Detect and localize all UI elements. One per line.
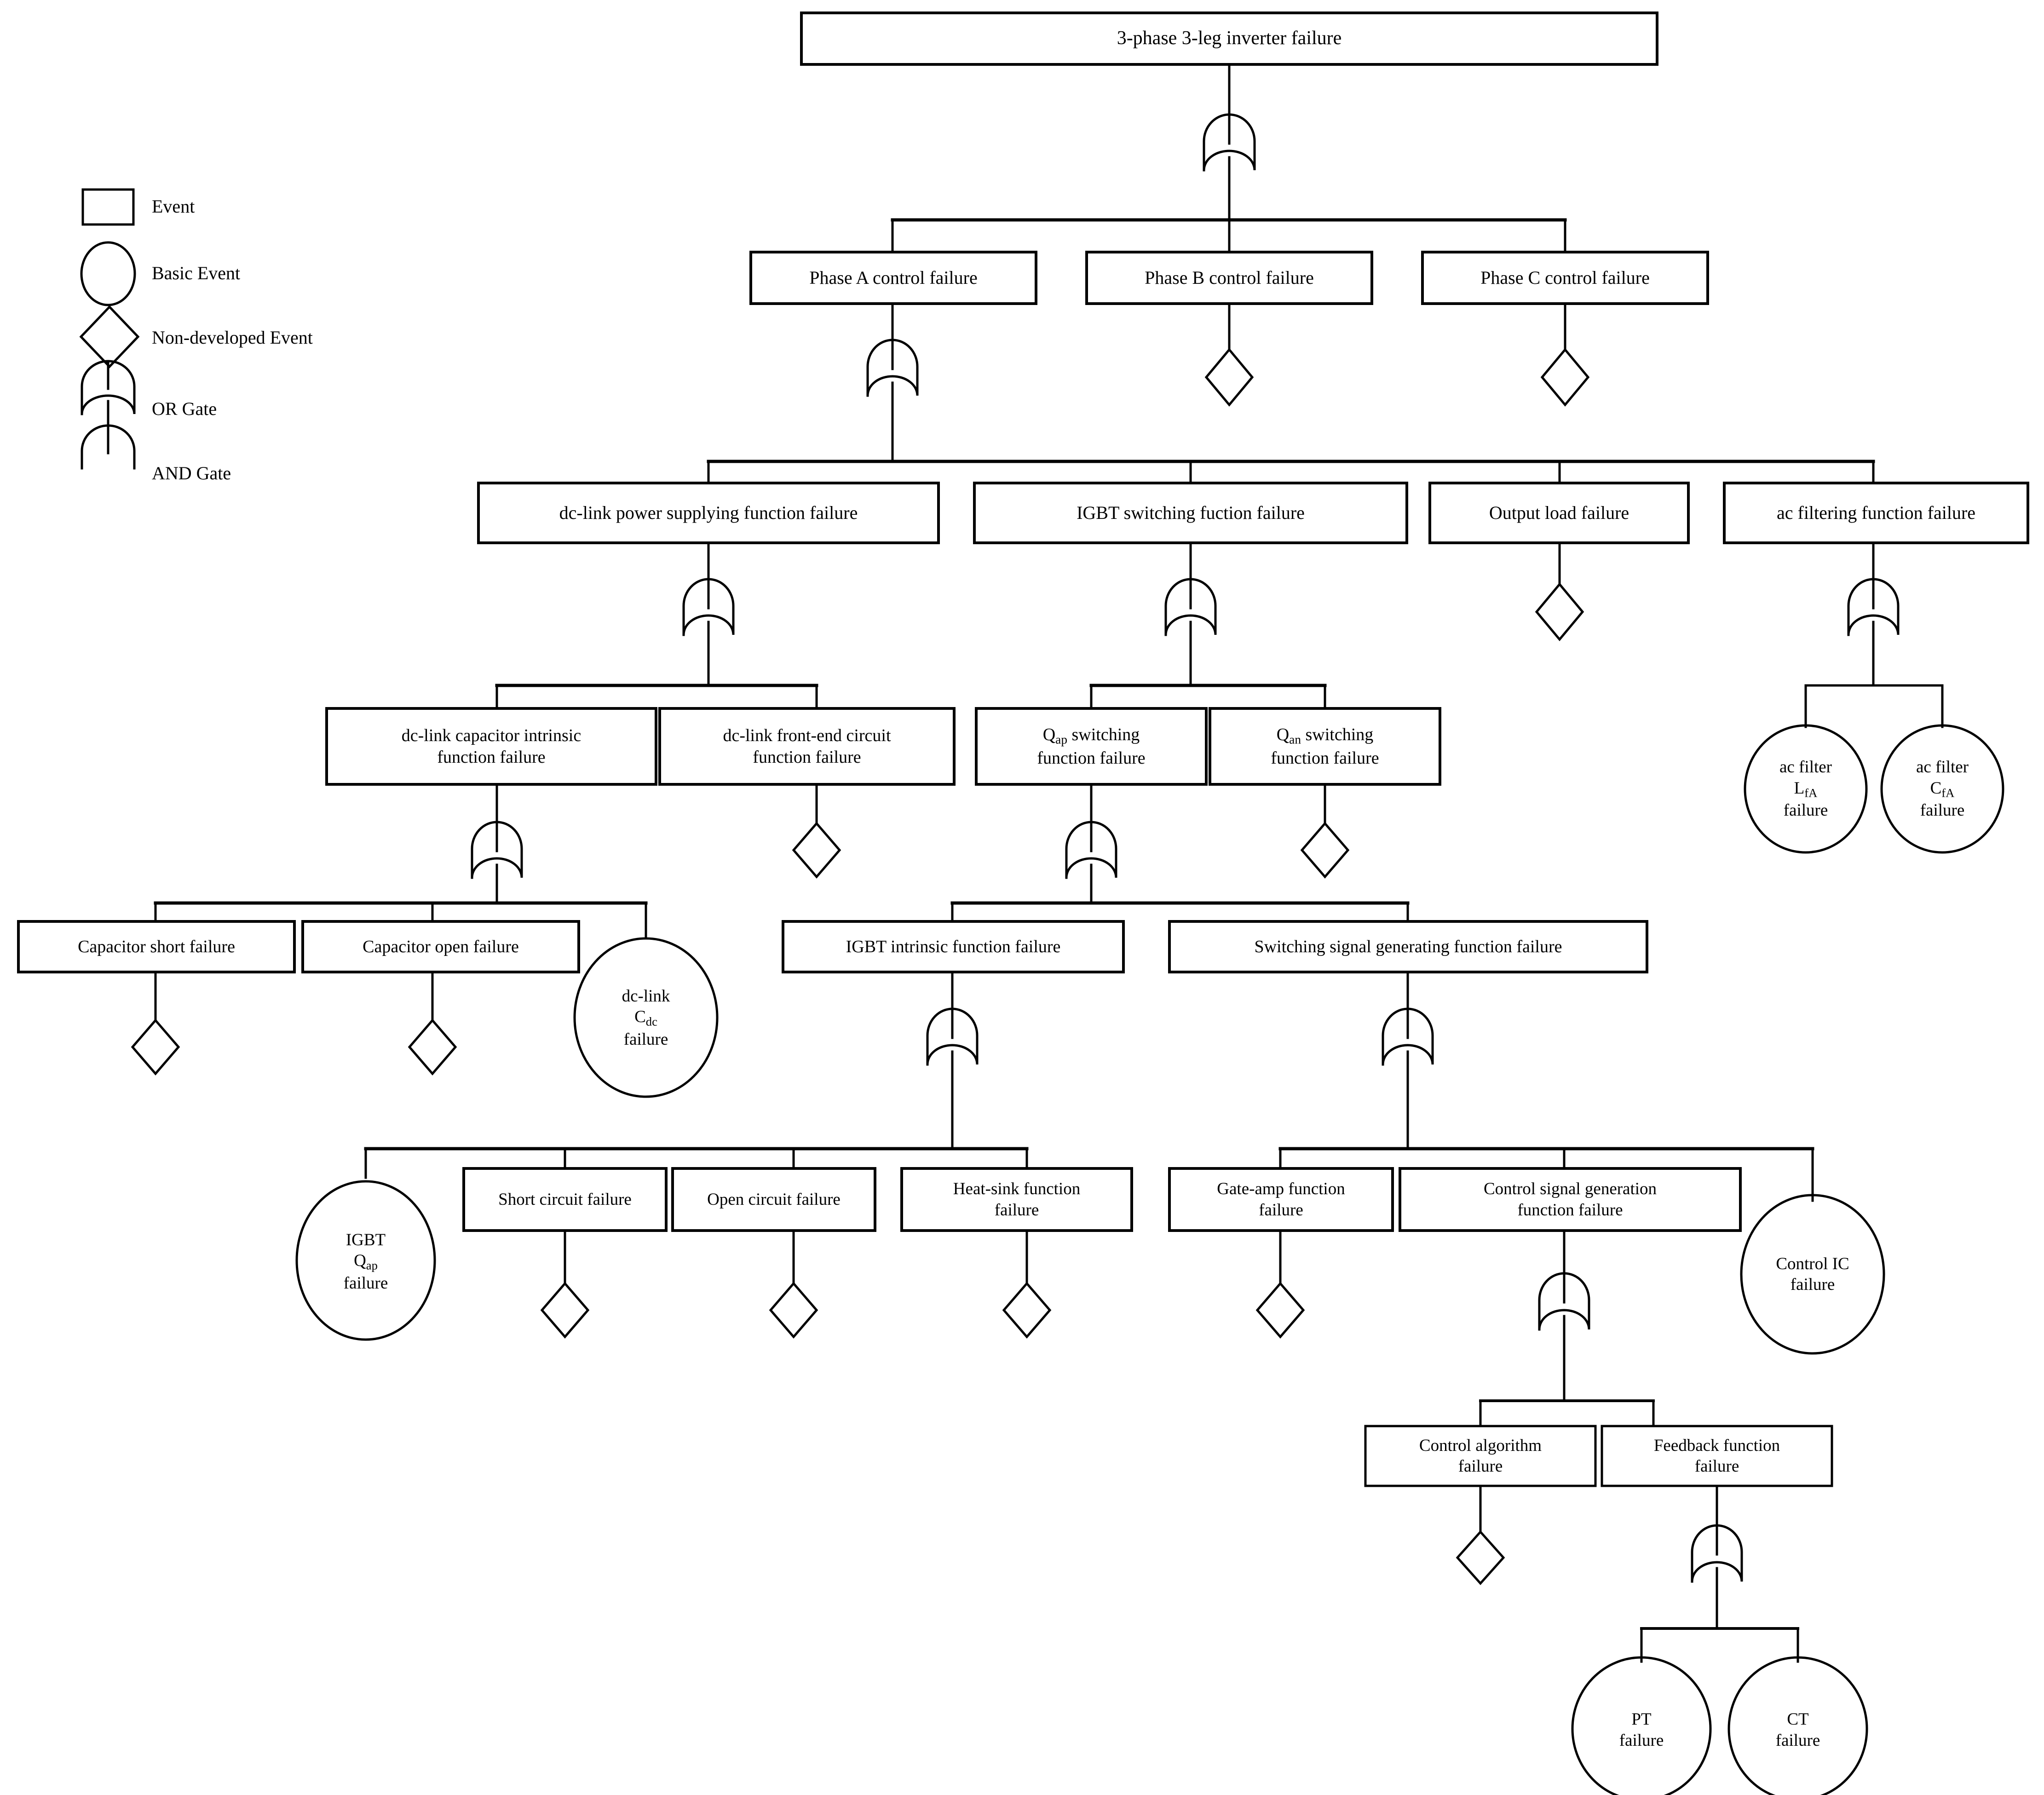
ac-filtering-or-gate: [1847, 578, 1900, 636]
feedback-or-gate: [1691, 1524, 1743, 1583]
legend-non-developed-event-shape: [79, 305, 140, 368]
igbt-qap-circle: [295, 1180, 436, 1341]
qan-switching-box: [1209, 707, 1441, 786]
dclink-cdc-circle: [573, 937, 719, 1098]
output-load-box: [1428, 482, 1690, 544]
control-algorithm-box: [1364, 1425, 1597, 1487]
legend-event-shape: [81, 188, 135, 226]
capacitor-short-box: [17, 920, 296, 973]
short-circuit-diamond: [540, 1282, 590, 1339]
open-circuit-box: [671, 1167, 876, 1232]
ct-failure-circle: [1727, 1656, 1868, 1795]
legend-label-or-gate: OR Gate: [152, 398, 217, 419]
phase-b-diamond: [1204, 348, 1254, 407]
qan-diamond: [1300, 822, 1350, 879]
phase-c-diamond: [1540, 348, 1590, 407]
control-algorithm-diamond: [1456, 1530, 1505, 1585]
switching-signal-box: [1168, 920, 1648, 973]
legend-basic-event-shape: [80, 241, 136, 306]
igbt-intrinsic-box: [782, 920, 1125, 973]
top-or-gate: [1203, 113, 1256, 172]
switching-signal-or-gate: [1382, 1007, 1434, 1066]
open-circuit-diamond: [769, 1282, 818, 1339]
ac-filter-l-circle: [1744, 724, 1868, 854]
capacitor-open-box: [301, 920, 580, 973]
ac-filtering-box: [1723, 482, 2029, 544]
igbt-switching-or-gate: [1164, 578, 1217, 636]
heat-sink-box: [900, 1167, 1133, 1232]
legend-label-non-developed-event: Non-developed Event: [152, 327, 313, 348]
heat-sink-diamond: [1002, 1282, 1052, 1339]
feedback-box: [1601, 1425, 1833, 1487]
qap-switching-box: [975, 707, 1208, 786]
cap-short-diamond: [131, 1018, 180, 1076]
control-ic-circle: [1740, 1194, 1885, 1355]
gate-amp-diamond: [1255, 1282, 1305, 1339]
output-load-diamond: [1535, 582, 1584, 641]
phase-b-box: [1085, 251, 1373, 305]
phase-a-or-gate: [866, 339, 919, 397]
ac-filter-c-circle: [1880, 724, 2004, 854]
pt-failure-circle: [1571, 1656, 1712, 1795]
dclink-cap-intrinsic-box: [325, 707, 657, 786]
dclink-power-box: [477, 482, 940, 544]
ctrl-sig-gen-box: [1399, 1167, 1742, 1232]
igbt-intrinsic-or-gate: [926, 1007, 979, 1066]
gate-amp-box: [1168, 1167, 1394, 1232]
phase-c-box: [1421, 251, 1709, 305]
legend-label-event: Event: [152, 196, 195, 217]
legend-label-and-gate: AND Gate: [152, 463, 231, 483]
dclink-power-or-gate: [682, 578, 735, 636]
legend-or-gate-shape: [81, 360, 136, 415]
dclink-cap-or-gate: [471, 821, 523, 879]
frontend-diamond: [792, 822, 841, 879]
top-event-box: [800, 12, 1658, 66]
short-circuit-box: [462, 1167, 668, 1232]
legend-label-basic-event: Basic Event: [152, 263, 241, 283]
qap-or-gate: [1065, 821, 1117, 879]
ctrl-sig-gen-or-gate: [1538, 1272, 1590, 1331]
dclink-frontend-box: [658, 707, 956, 786]
igbt-switching-box: [973, 482, 1408, 544]
phase-a-box: [749, 251, 1037, 305]
cap-open-diamond: [408, 1018, 457, 1076]
